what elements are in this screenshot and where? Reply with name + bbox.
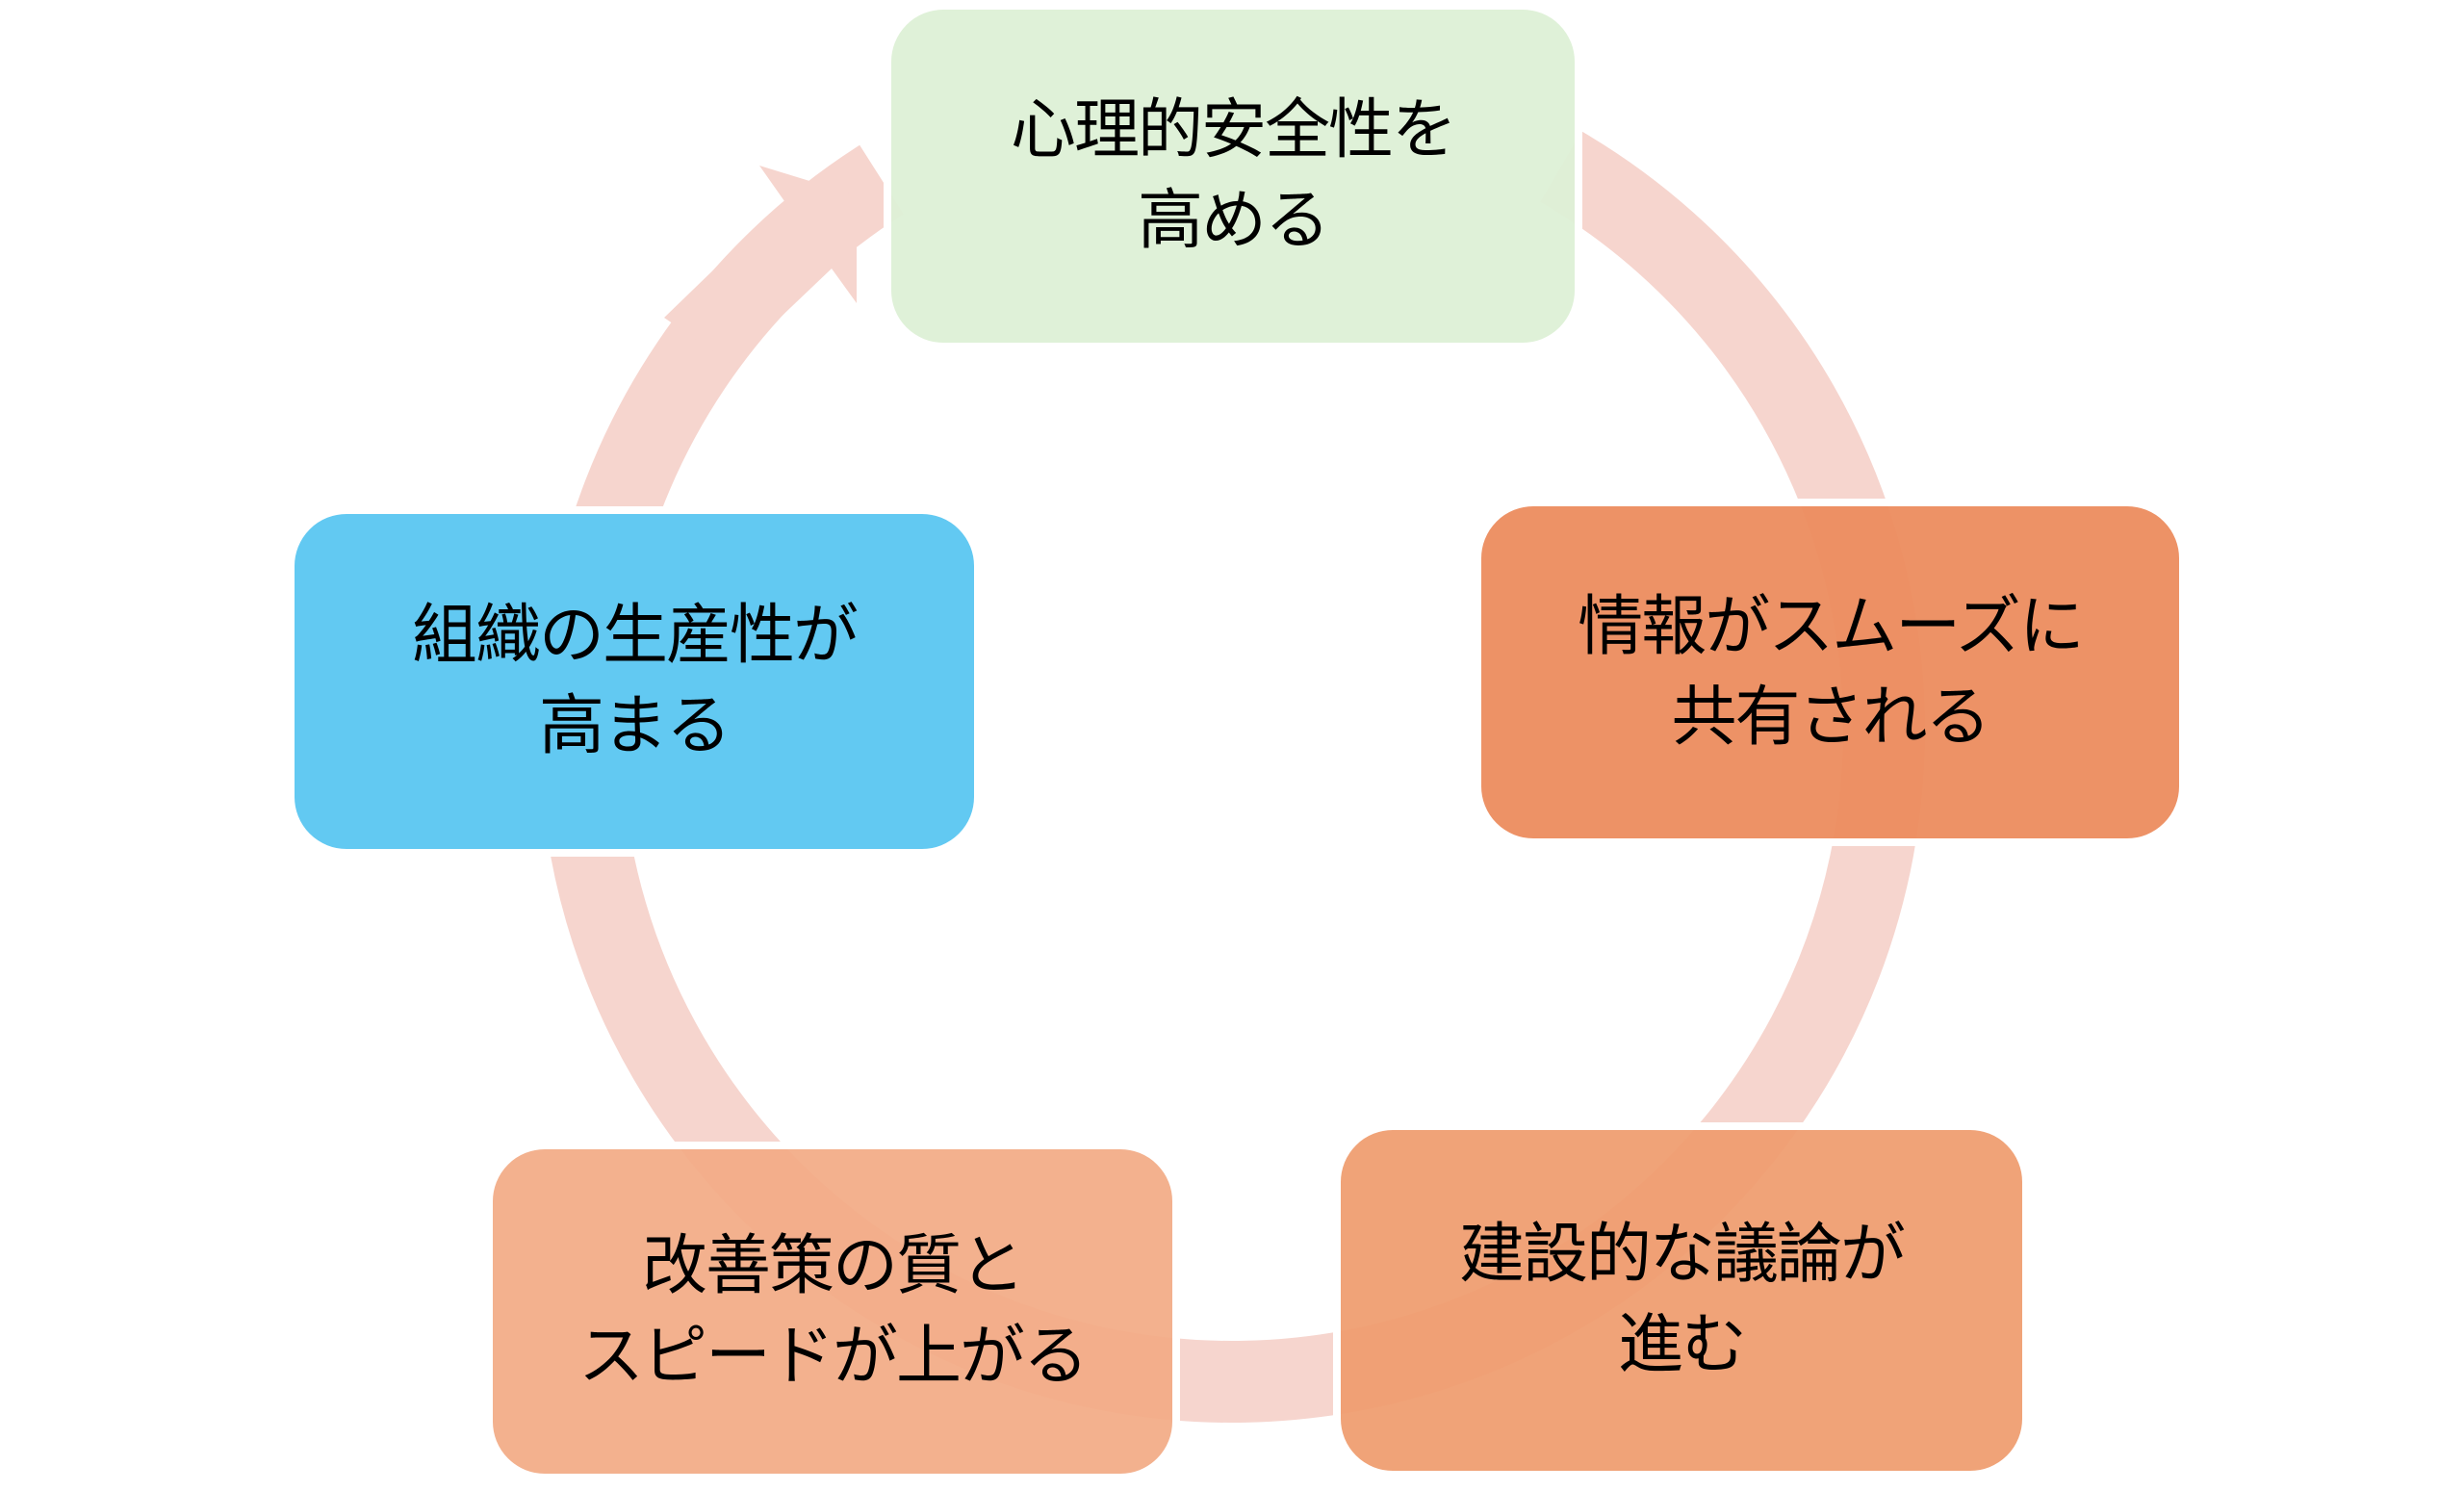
cycle-arrowhead-icon — [664, 166, 857, 364]
node-productivity-box — [287, 506, 982, 857]
node-psych-safety-box — [884, 2, 1582, 350]
cycle-nodes — [287, 2, 2187, 1481]
node-info-sharing-box — [1474, 499, 2187, 846]
node-constructive-discussion-box — [1333, 1122, 2030, 1478]
node-improvement-quality-box — [485, 1142, 1180, 1481]
